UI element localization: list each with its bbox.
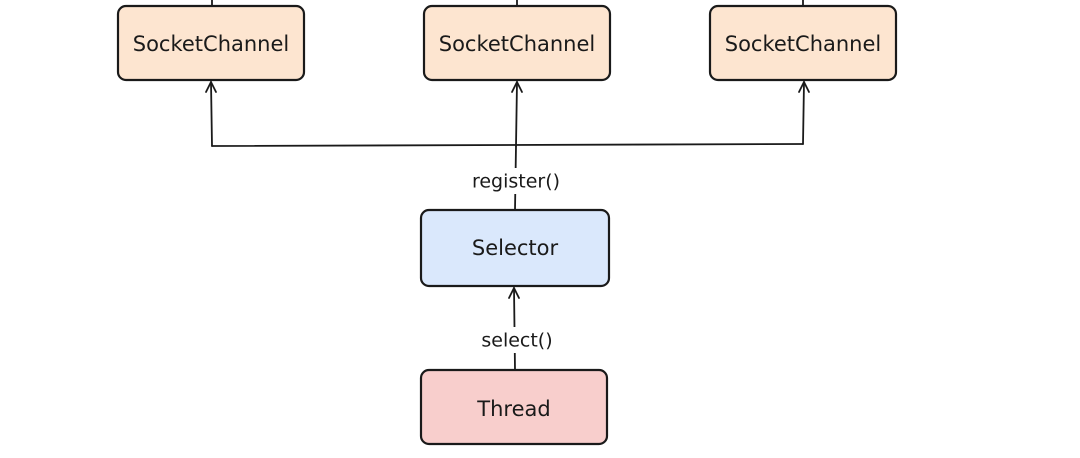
- register-edge-label: register(): [472, 171, 560, 193]
- register-edge-label-group: register(): [462, 168, 570, 194]
- connector-to-channel-1: [210, 81, 213, 147]
- thread-node: Thread: [419, 368, 609, 446]
- socket-channel-node-3: SocketChannel: [708, 4, 898, 82]
- socket-channel-label-2: SocketChannel: [439, 32, 596, 56]
- arrowhead-channel-3-icon: [798, 79, 810, 93]
- socket-channel-label-1: SocketChannel: [133, 32, 290, 56]
- selector-label: Selector: [472, 236, 559, 260]
- thread-box: [419, 368, 609, 446]
- connector-to-channel-3: [802, 81, 805, 145]
- arrowhead-selector-icon: [508, 285, 520, 299]
- select-edge-label: select(): [481, 330, 552, 352]
- select-label-bg: [474, 327, 560, 353]
- arrowhead-channel-1-icon: [205, 79, 217, 93]
- arrowhead-channel-2-icon: [511, 79, 523, 93]
- socket-channel-box-3: [708, 4, 898, 82]
- connector-to-channel-2: [515, 81, 518, 147]
- socket-channel-node-2: SocketChannel: [422, 4, 612, 82]
- selector-node: Selector: [419, 208, 611, 288]
- register-label-bg: [462, 168, 570, 194]
- socket-channel-label-3: SocketChannel: [725, 32, 882, 56]
- select-edge-label-group: select(): [474, 327, 560, 353]
- thread-label: Thread: [476, 397, 550, 421]
- connector-horizontal: [211, 143, 804, 147]
- selector-box: [419, 208, 611, 288]
- socket-channel-node-1: SocketChannel: [116, 4, 306, 82]
